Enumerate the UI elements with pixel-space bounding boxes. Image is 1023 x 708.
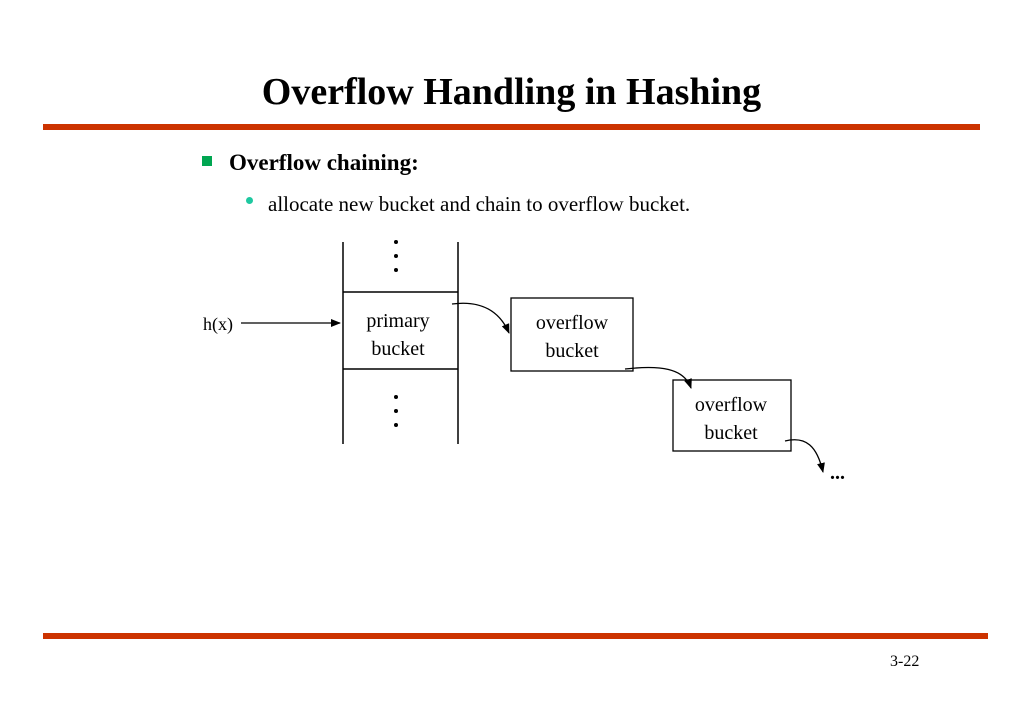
chain-arrow-overflow2-to-next	[784, 439, 825, 473]
page-number: 3-22	[890, 653, 920, 670]
bottom-divider	[43, 633, 988, 639]
primary-bucket-label-line1: primary	[366, 310, 429, 332]
bullet-subpoint: allocate new bucket and chain to overflo…	[268, 192, 691, 216]
chain-continuation: ...	[830, 462, 845, 484]
chain-arrow-overflow1-to-overflow2	[624, 366, 692, 389]
overflow-bucket-2	[672, 379, 792, 452]
primary-bucket-label-line2: bucket	[371, 338, 425, 360]
ellipsis-dots-top	[394, 240, 398, 272]
ellipsis-dots-bottom	[394, 395, 398, 427]
overflow-bucket-1-label-line1: overflow	[536, 312, 609, 334]
top-divider	[43, 124, 980, 130]
heading-bullet-icon	[202, 156, 212, 166]
hash-input-label: h(x)	[203, 314, 233, 335]
overflow-bucket-2-label-line2: bucket	[704, 422, 758, 444]
chain-arrow-primary-to-overflow1	[451, 302, 510, 334]
slide-title: Overflow Handling in Hashing	[261, 71, 762, 113]
overflow-bucket-1	[510, 297, 634, 372]
sub-bullet-icon	[246, 197, 253, 204]
overflow-bucket-2-label-line1: overflow	[695, 394, 768, 416]
overflow-bucket-1-label-line2: bucket	[545, 340, 599, 362]
bullet-heading: Overflow chaining:	[229, 150, 419, 175]
